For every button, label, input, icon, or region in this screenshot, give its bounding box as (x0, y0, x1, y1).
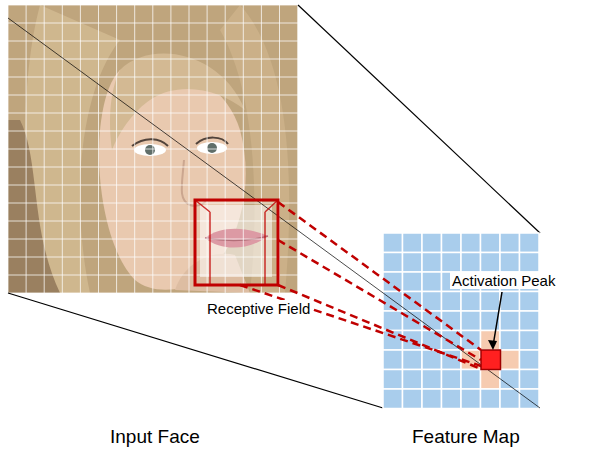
feature-cell (461, 311, 481, 331)
feature-cell (442, 233, 462, 253)
feature-cell (442, 253, 462, 273)
feature-cell (520, 350, 540, 370)
feature-cell (403, 233, 423, 253)
feature-cell (461, 389, 481, 409)
grid-overlay (8, 5, 298, 293)
feature-cell (383, 370, 403, 390)
feature-cell (481, 370, 501, 390)
feature-cell (383, 253, 403, 273)
feature-cell (520, 370, 540, 390)
feature-cell (481, 350, 501, 370)
feature-cell (422, 292, 442, 312)
feature-cell (422, 370, 442, 390)
feature-cell (403, 350, 423, 370)
feature-cell (500, 311, 520, 331)
feature-cell (500, 292, 520, 312)
feature-cell (500, 233, 520, 253)
feature-cell (422, 253, 442, 273)
feature-cell (461, 292, 481, 312)
feature-cell (520, 331, 540, 351)
feature-cell (461, 331, 481, 351)
feature-cell (383, 233, 403, 253)
feature-cell (481, 389, 501, 409)
feature-cell (481, 292, 501, 312)
feature-cell (520, 233, 540, 253)
receptive-field-label: Receptive Field (205, 300, 312, 317)
feature-cell (422, 233, 442, 253)
feature-cell (403, 272, 423, 292)
feature-cell (500, 350, 520, 370)
feature-cell (481, 233, 501, 253)
feature-cell (500, 389, 520, 409)
feature-cell (442, 370, 462, 390)
feature-cell (403, 370, 423, 390)
feature-cell (422, 389, 442, 409)
feature-cell (520, 311, 540, 331)
feature-cell (500, 331, 520, 351)
feature-cell (403, 389, 423, 409)
feature-map-caption: Feature Map (412, 426, 520, 448)
feature-cell (442, 389, 462, 409)
feature-cell (500, 253, 520, 273)
face-photo (8, 5, 298, 293)
feature-cell (520, 253, 540, 273)
feature-cell (481, 253, 501, 273)
activation-peak-label: Activation Peak (450, 272, 557, 289)
feature-cell (383, 311, 403, 331)
feature-cell (481, 331, 501, 351)
feature-cell (442, 292, 462, 312)
feature-cell (403, 253, 423, 273)
feature-cell (461, 233, 481, 253)
feature-cell (422, 272, 442, 292)
feature-cell (383, 389, 403, 409)
feature-cell (461, 370, 481, 390)
feature-cell (520, 292, 540, 312)
feature-cell (461, 253, 481, 273)
input-caption: Input Face (110, 426, 200, 448)
feature-cell (383, 350, 403, 370)
